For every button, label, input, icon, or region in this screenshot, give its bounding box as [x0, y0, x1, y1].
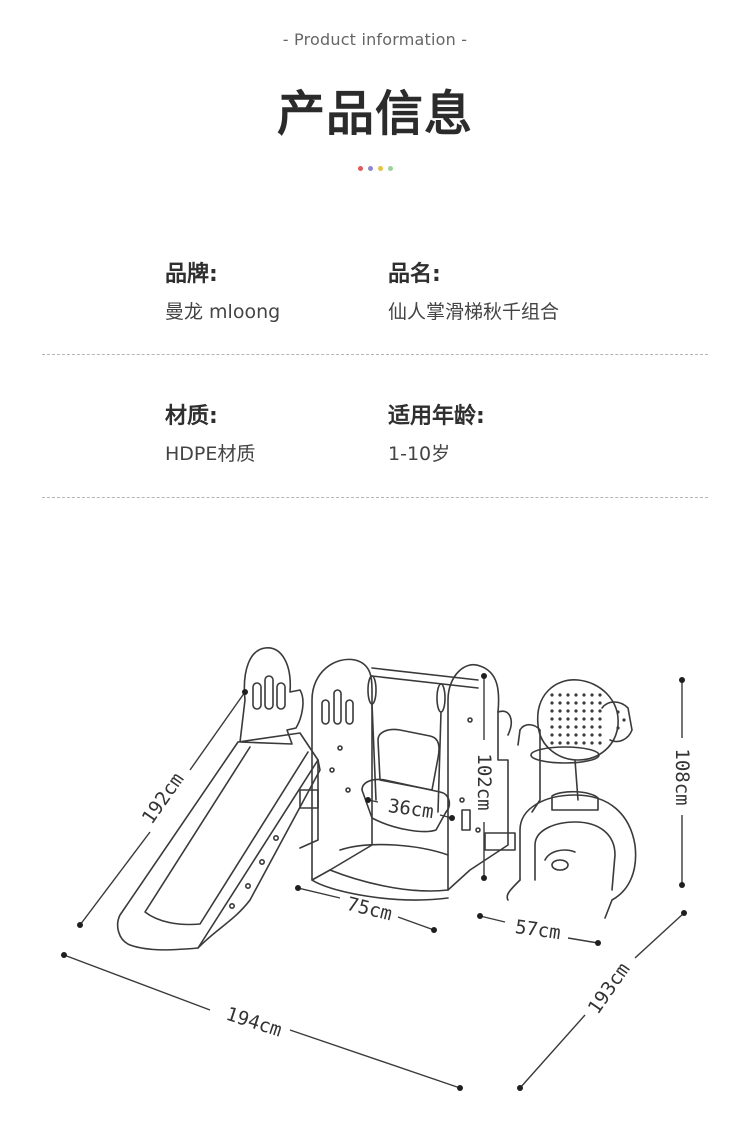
- basketball-hoop-illustration: [506, 679, 637, 919]
- age-value: 1-10岁: [388, 443, 451, 465]
- product-name-cell: 品名: 仙人掌滑梯秋千组合: [388, 258, 559, 326]
- section-title: 产品信息: [276, 86, 473, 142]
- dimension-label-swing-height: 102cm: [473, 753, 495, 810]
- dimension-label-hoop-width: 57cm: [514, 916, 562, 944]
- material-value: HDPE材质: [165, 443, 256, 465]
- cactus-slide-illustration: [116, 647, 321, 951]
- product-name-label: 品名:: [388, 262, 441, 287]
- brand-value: 曼龙 mloong: [165, 301, 281, 323]
- info-row-1: 品牌: 曼龙 mloong 品名: 仙人掌滑梯秋千组合: [0, 258, 750, 348]
- divider: [42, 497, 708, 498]
- dimension-endpoints: [61, 673, 687, 1091]
- product-dimension-diagram: 192cm 36cm 102cm 75cm 57cm 108cm 194cm 1…: [61, 647, 693, 1091]
- dot-yellow: [377, 166, 383, 171]
- product-name-value: 仙人掌滑梯秋千组合: [388, 301, 560, 323]
- age-label: 适用年龄:: [388, 404, 485, 429]
- dimension-label-seat: 36cm: [387, 795, 435, 823]
- decorative-dots: [0, 166, 750, 171]
- brand-label: 品牌:: [165, 262, 218, 287]
- dot-red: [357, 166, 363, 171]
- divider: [42, 354, 708, 355]
- material-cell: 材质: HDPE材质: [165, 400, 255, 468]
- age-cell: 适用年龄: 1-10岁: [388, 400, 485, 468]
- dimension-label-total-depth: 193cm: [584, 959, 635, 1018]
- dimension-label-total-length: 194cm: [223, 1003, 284, 1042]
- section-subtitle: - Product information -: [282, 30, 468, 49]
- dimension-label-swing-width: 75cm: [345, 893, 395, 925]
- dimension-label-slide: 192cm: [138, 769, 189, 828]
- brand-cell: 品牌: 曼龙 mloong: [165, 258, 280, 326]
- dimension-lines: [63, 676, 685, 1089]
- dot-green: [387, 166, 393, 171]
- hoop-dot-pattern: [550, 693, 626, 745]
- dot-purple: [367, 166, 373, 171]
- swing-frame-illustration: [299, 658, 516, 901]
- dimension-label-total-height: 108cm: [671, 748, 693, 805]
- info-row-2: 材质: HDPE材质 适用年龄: 1-10岁: [0, 400, 750, 490]
- material-label: 材质:: [165, 404, 218, 429]
